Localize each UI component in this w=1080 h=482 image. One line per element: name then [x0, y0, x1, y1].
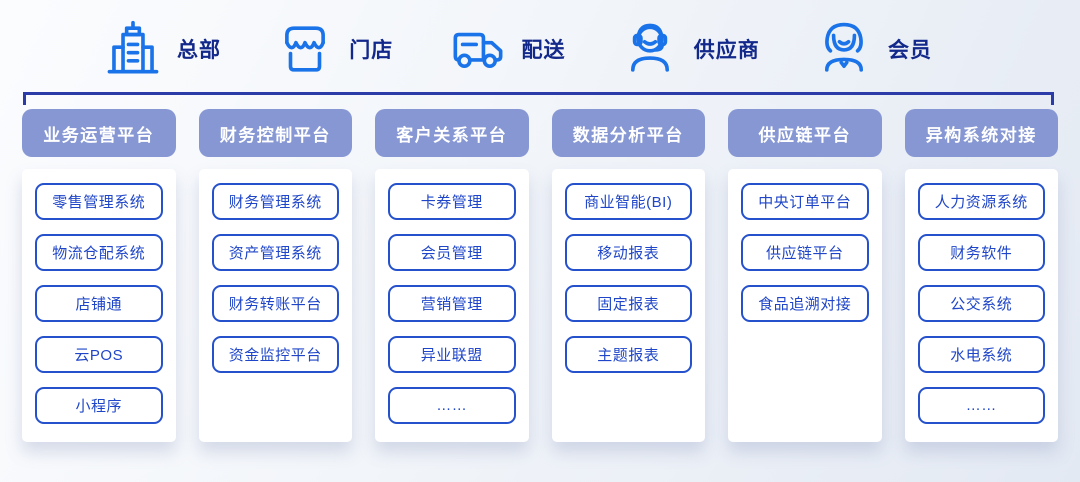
- column-card: 零售管理系统 物流仓配系统 店铺通 云POS 小程序: [22, 169, 176, 442]
- list-item: 供应链平台: [741, 234, 869, 271]
- entity-store: 门店: [276, 20, 393, 78]
- building-icon: [104, 20, 162, 78]
- list-item: 店铺通: [35, 285, 163, 322]
- column-heterogeneous-systems: 异构系统对接 人力资源系统 财务软件 公交系统 水电系统 ……: [904, 109, 1058, 442]
- list-item: 财务管理系统: [211, 183, 339, 220]
- entity-label: 门店: [349, 39, 394, 62]
- list-item: 异业联盟: [388, 336, 516, 373]
- list-item-ellipsis: ……: [917, 387, 1045, 424]
- list-item: 云POS: [35, 336, 163, 373]
- entity-supplier: 供应商: [621, 20, 760, 78]
- entity-label: 配送: [521, 39, 566, 62]
- supplier-person-icon: [621, 20, 679, 78]
- list-item: 移动报表: [564, 234, 692, 271]
- list-item: 财务软件: [917, 234, 1045, 271]
- list-item-ellipsis: ……: [388, 387, 516, 424]
- column-header: 供应链平台: [728, 109, 882, 157]
- entity-row: 总部 门店 配送: [0, 0, 1080, 82]
- list-item: 资金监控平台: [211, 336, 339, 373]
- column-header: 业务运营平台: [22, 109, 176, 157]
- storefront-icon: [276, 20, 334, 78]
- list-item: 财务转账平台: [211, 285, 339, 322]
- list-item: 人力资源系统: [917, 183, 1045, 220]
- column-customer-relations: 客户关系平台 卡券管理 会员管理 营销管理 异业联盟 ……: [375, 109, 529, 442]
- list-item: 水电系统: [917, 336, 1045, 373]
- list-item: 卡券管理: [388, 183, 516, 220]
- column-header: 财务控制平台: [198, 109, 352, 157]
- entity-label: 总部: [177, 39, 221, 62]
- column-header: 客户关系平台: [375, 109, 529, 157]
- column-card: 中央订单平台 供应链平台 食品追溯对接: [728, 169, 882, 442]
- column-header: 异构系统对接: [904, 109, 1058, 157]
- entity-headquarters: 总部: [104, 20, 221, 78]
- list-item: 主题报表: [564, 336, 692, 373]
- platform-columns: 业务运营平台 零售管理系统 物流仓配系统 店铺通 云POS 小程序 财务控制平台…: [0, 109, 1080, 442]
- list-item: 小程序: [35, 387, 163, 424]
- entity-member: 会员: [815, 20, 932, 78]
- bracket-line: [23, 92, 1054, 105]
- entity-delivery: 配送: [449, 20, 566, 78]
- column-supply-chain: 供应链平台 中央订单平台 供应链平台 食品追溯对接: [728, 109, 882, 442]
- list-item: 公交系统: [917, 285, 1045, 322]
- column-card: 财务管理系统 资产管理系统 财务转账平台 资金监控平台: [198, 169, 352, 442]
- column-financial-control: 财务控制平台 财务管理系统 资产管理系统 财务转账平台 资金监控平台: [198, 109, 352, 442]
- column-card: 卡券管理 会员管理 营销管理 异业联盟 ……: [375, 169, 529, 442]
- list-item: 资产管理系统: [211, 234, 339, 271]
- list-item: 物流仓配系统: [35, 234, 163, 271]
- list-item: 零售管理系统: [35, 183, 163, 220]
- list-item: 营销管理: [388, 285, 516, 322]
- list-item: 食品追溯对接: [741, 285, 869, 322]
- delivery-truck-icon: [449, 20, 507, 78]
- list-item: 中央订单平台: [741, 183, 869, 220]
- list-item: 商业智能(BI): [564, 183, 692, 220]
- column-business-operations: 业务运营平台 零售管理系统 物流仓配系统 店铺通 云POS 小程序: [22, 109, 176, 442]
- member-person-icon: [815, 20, 873, 78]
- column-data-analysis: 数据分析平台 商业智能(BI) 移动报表 固定报表 主题报表: [551, 109, 705, 442]
- column-header: 数据分析平台: [551, 109, 705, 157]
- column-card: 商业智能(BI) 移动报表 固定报表 主题报表: [551, 169, 705, 442]
- list-item: 固定报表: [564, 285, 692, 322]
- list-item: 会员管理: [388, 234, 516, 271]
- entity-label: 会员: [888, 39, 932, 62]
- column-card: 人力资源系统 财务软件 公交系统 水电系统 ……: [904, 169, 1058, 442]
- entity-label: 供应商: [693, 39, 760, 62]
